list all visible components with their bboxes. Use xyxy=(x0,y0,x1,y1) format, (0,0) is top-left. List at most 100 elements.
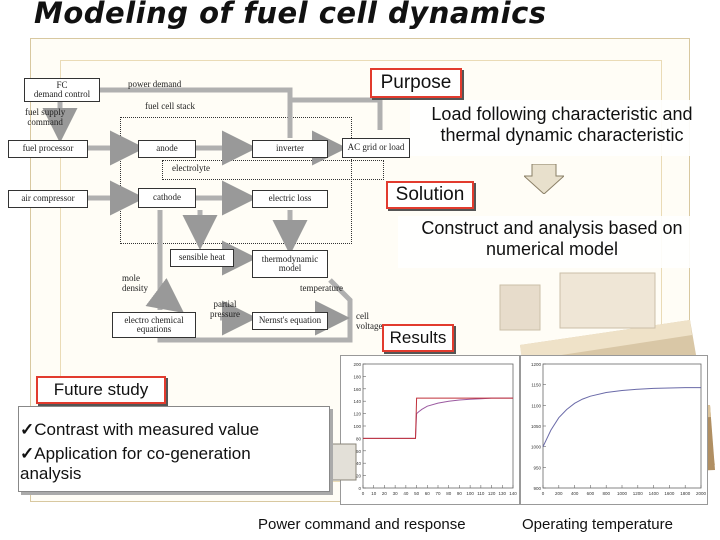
x-tick-label: 200 xyxy=(555,491,563,496)
inverter-label: inverter xyxy=(276,143,304,154)
solution-label-box: Solution xyxy=(386,181,474,209)
results-label-box: Results xyxy=(382,324,454,352)
y-tick-label: 80 xyxy=(356,436,362,441)
slide-title: Modeling of fuel cell dynamics xyxy=(34,0,547,30)
ac-grid-or-load-label: AC grid or load xyxy=(347,142,405,153)
y-tick-label: 950 xyxy=(533,465,541,470)
y-tick-label: 1150 xyxy=(531,383,541,388)
main-flow-lines xyxy=(42,102,353,343)
plot-area xyxy=(542,363,702,489)
cathode-box: cathode xyxy=(138,188,196,208)
future-item-2-text: Application for co-generation analysis xyxy=(20,444,251,483)
x-tick-label: 90 xyxy=(457,491,463,496)
future-item-2: ✓Application for co-generation analysis xyxy=(20,444,310,484)
y-tick-label: 20 xyxy=(356,474,362,479)
purpose-label: Purpose xyxy=(380,72,452,93)
y-tick-label: 100 xyxy=(353,424,361,429)
electrochemical-equations-box: electro chemical equations xyxy=(112,312,196,338)
x-tick-label: 20 xyxy=(382,491,388,496)
air-compressor-label: air compressor xyxy=(21,193,75,204)
y-tick-label: 1100 xyxy=(531,403,541,408)
power-demand-label: power demand xyxy=(128,79,182,89)
series-line-1 xyxy=(542,387,701,447)
results-label: Results xyxy=(389,328,447,347)
future-study-panel xyxy=(18,406,330,492)
fuel-processor-label: fuel processor xyxy=(22,143,74,154)
future-item-1: ✓Contrast with measured value xyxy=(20,420,259,440)
x-tick-label: 0 xyxy=(542,491,545,496)
temperature-plot-frame: 900 950 1000 1050 1100 1150 1200 0 200 400 600 800 1… xyxy=(520,355,708,505)
down-arrow-icon xyxy=(524,164,564,194)
x-tick-label: 10 xyxy=(371,491,377,496)
x-tick-label: 30 xyxy=(393,491,399,496)
ac-grid-or-load-box: AC grid or load xyxy=(342,138,410,158)
cell-voltage-label: cell voltage xyxy=(356,311,383,331)
anode-box: anode xyxy=(138,140,196,158)
electric-loss-label: electric loss xyxy=(268,193,312,204)
x-tick-label: 1600 xyxy=(664,491,675,496)
fuel-supply-command-label: fuel supply command xyxy=(25,107,66,127)
x-tick-label: 50 xyxy=(414,491,420,496)
x-tick-label: 1400 xyxy=(649,491,660,496)
x-tick-label: 600 xyxy=(587,491,595,496)
nernst-equation-box: Nernst's equation xyxy=(252,312,328,330)
nernst-equation-label: Nernst's equation xyxy=(258,315,322,326)
y-tick-label: 160 xyxy=(353,387,361,392)
y-tick-label: 900 xyxy=(533,486,541,491)
thermodynamic-model-box: thermodynamic model xyxy=(252,250,328,278)
series-line-2 xyxy=(363,397,513,439)
future-study-label: Future study xyxy=(53,380,149,399)
solution-text: Construct and analysis based on numerica… xyxy=(421,218,683,259)
sensible-heat-box: sensible heat xyxy=(170,249,234,267)
y-tick-label: 200 xyxy=(353,362,361,367)
electrolyte-region xyxy=(162,160,384,180)
fuel-cell-stack-label: fuel cell stack xyxy=(145,101,195,111)
y-tick-label: 120 xyxy=(353,412,361,417)
y-tick-label: 1200 xyxy=(531,362,542,367)
solution-text-bg xyxy=(398,216,704,268)
fuel-processor-box: fuel processor xyxy=(8,140,88,158)
temperature-caption: Operating temperature xyxy=(522,516,673,533)
x-tick-label: 60 xyxy=(425,491,431,496)
x-tick-label: 130 xyxy=(499,491,507,496)
x-tick-label: 100 xyxy=(466,491,474,496)
x-tick-label: 40 xyxy=(403,491,409,496)
inverter-box: inverter xyxy=(252,140,328,158)
x-tick-label: 80 xyxy=(446,491,452,496)
y-tick-label: 0 xyxy=(358,486,361,491)
electric-loss-box: electric loss xyxy=(252,190,328,208)
y-tick-label: 180 xyxy=(353,374,361,379)
plot-area xyxy=(362,363,514,489)
y-tick-label: 140 xyxy=(353,399,361,404)
x-tick-label: 400 xyxy=(571,491,579,496)
solution-label: Solution xyxy=(395,184,465,205)
check-icon: ✓ xyxy=(20,420,35,439)
x-tick-label: 140 xyxy=(509,491,517,496)
y-tick-label: 40 xyxy=(356,461,362,466)
x-tick-label: 1200 xyxy=(633,491,644,496)
operating-temperature-chart: 900 950 1000 1050 1100 1150 1200 0 200 400 600 800 1… xyxy=(531,362,707,496)
fc-demand-control-label: FC demand control xyxy=(33,79,91,99)
sensible-heat-label: sensible heat xyxy=(178,252,226,263)
power-caption: Power command and response xyxy=(258,516,466,533)
y-tick-label: 1050 xyxy=(531,424,542,429)
cathode-label: cathode xyxy=(153,192,181,203)
x-tick-label: 120 xyxy=(488,491,496,496)
future-item-1-text: Contrast with measured value xyxy=(34,420,260,439)
thermodynamic-model-label: thermodynamic model xyxy=(261,253,319,273)
x-tick-label: 800 xyxy=(602,491,610,496)
electrolyte-label: electrolyte xyxy=(172,163,210,173)
y-tick-label: 1000 xyxy=(531,445,542,450)
x-tick-label: 2000 xyxy=(696,491,707,496)
electrochemical-equations-label: electro chemical equations xyxy=(124,314,184,334)
air-compressor-box: air compressor xyxy=(8,190,88,208)
check-icon: ✓ xyxy=(20,444,35,463)
y-tick-label: 60 xyxy=(356,449,362,454)
mole-density-label: mole density xyxy=(122,273,148,293)
purpose-text-bg xyxy=(410,100,710,156)
future-study-label-box: Future study xyxy=(36,376,166,404)
anode-label: anode xyxy=(156,143,178,154)
